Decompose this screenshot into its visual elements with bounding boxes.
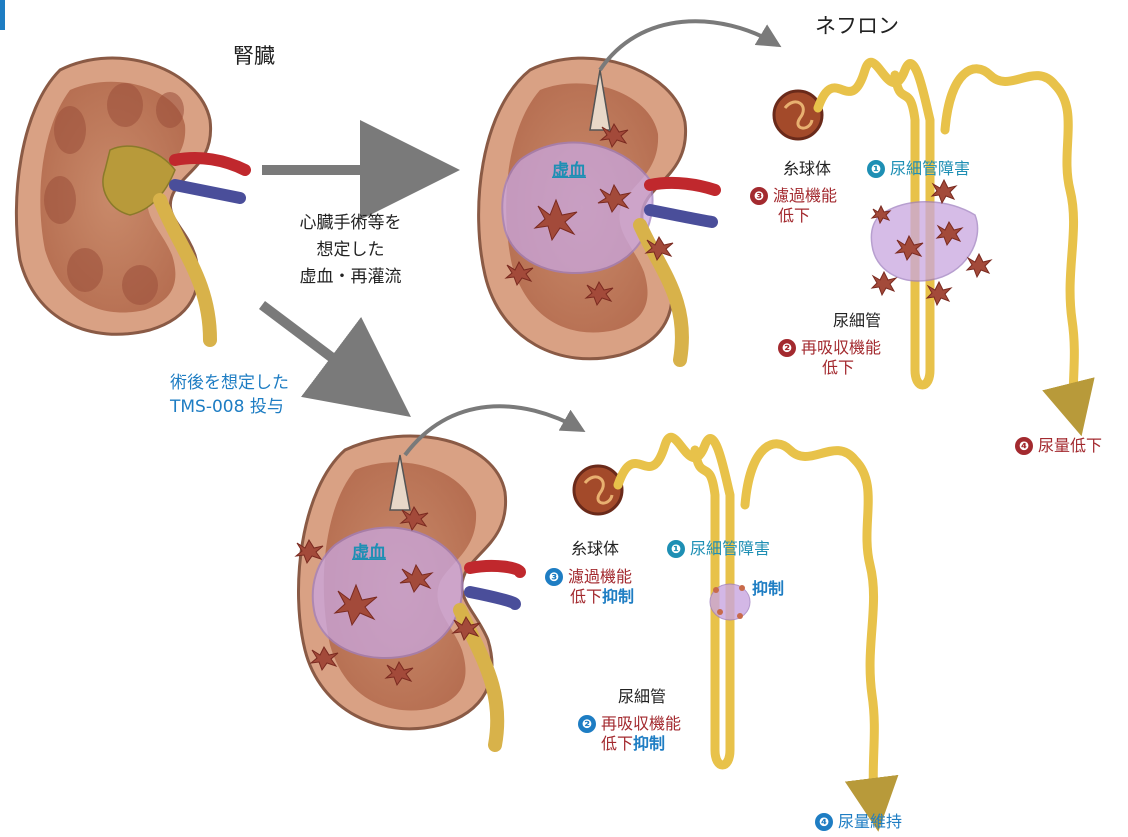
ischemia-label-bottom: 虚血 xyxy=(352,544,386,564)
step-4-badge: ❹ xyxy=(1015,437,1033,455)
drug-line-2: TMS-008 投与 xyxy=(170,396,289,420)
tubule-label-bottom: 尿細管 xyxy=(618,688,666,706)
step-3-badge: ❸ xyxy=(750,187,768,205)
filtration-top-line-1: 濾過機能 xyxy=(773,186,837,205)
condition-line-2: 想定した xyxy=(258,237,443,264)
step-1-badge-bottom: ❶ xyxy=(667,540,685,558)
kidney-treated xyxy=(296,436,520,745)
tubular-damage-suppress: 抑制 xyxy=(752,580,784,598)
step-1-badge: ❶ xyxy=(867,160,885,178)
reabsorption-bottom-suppress: 抑制 xyxy=(633,734,665,753)
drug-line-1: 術後を想定した xyxy=(170,372,289,396)
step-4-badge-bottom: ❹ xyxy=(815,813,833,831)
nephron-title: ネフロン xyxy=(815,14,899,38)
filtration-bottom-line-2: 低下 xyxy=(570,587,602,606)
reabsorption-bottom-line-1: 再吸収機能 xyxy=(601,714,681,733)
filtration-bottom: ❸ 濾過機能 低下抑制 xyxy=(545,567,634,607)
reabsorption-top-line-2: 低下 xyxy=(778,358,881,378)
step-2-badge-bottom: ❷ xyxy=(578,715,596,733)
reabsorption-bottom-line-2: 低下 xyxy=(601,734,633,753)
step-3-badge-bottom: ❸ xyxy=(545,568,563,586)
ischemia-label-top: 虚血 xyxy=(552,162,586,182)
filtration-top-line-2: 低下 xyxy=(750,206,837,226)
filtration-bottom-line-1: 濾過機能 xyxy=(568,567,632,586)
kidney-normal xyxy=(16,58,245,340)
tubular-damage-top-text: 尿細管障害 xyxy=(890,159,970,178)
urine-decrease-text: 尿量低下 xyxy=(1038,436,1102,455)
tubule-label-top: 尿細管 xyxy=(833,312,881,330)
tubular-damage-top: ❶ 尿細管障害 xyxy=(867,160,970,178)
filtration-top: ❸ 濾過機能 低下 xyxy=(750,186,837,226)
glomerulus-label-top: 糸球体 xyxy=(783,160,831,178)
urine-decrease: ❹ 尿量低下 xyxy=(1015,437,1102,455)
urine-maintain: ❹ 尿量維持 xyxy=(815,813,902,831)
condition-line-1: 心臓手術等を xyxy=(258,210,443,237)
kidney-title: 腎臓 xyxy=(233,44,275,68)
curve-arrow-top xyxy=(600,21,778,70)
drug-caption: 術後を想定した TMS-008 投与 xyxy=(170,372,289,420)
reabsorption-top: ❷ 再吸収機能 低下 xyxy=(778,338,881,378)
reabsorption-bottom: ❷ 再吸収機能 低下抑制 xyxy=(578,714,681,754)
tubular-damage-bottom-text: 尿細管障害 xyxy=(690,539,770,558)
condition-caption: 心臓手術等を 想定した 虚血・再灌流 xyxy=(258,210,443,292)
tubular-damage-bottom: ❶ 尿細管障害 xyxy=(667,540,770,558)
glomerulus-label-bottom: 糸球体 xyxy=(571,540,619,558)
urine-maintain-text: 尿量維持 xyxy=(838,812,902,831)
step-2-badge: ❷ xyxy=(778,339,796,357)
condition-line-3: 虚血・再灌流 xyxy=(258,264,443,291)
filtration-bottom-suppress: 抑制 xyxy=(602,587,634,606)
kidney-ischemia xyxy=(479,58,715,360)
reabsorption-top-line-1: 再吸収機能 xyxy=(801,338,881,357)
